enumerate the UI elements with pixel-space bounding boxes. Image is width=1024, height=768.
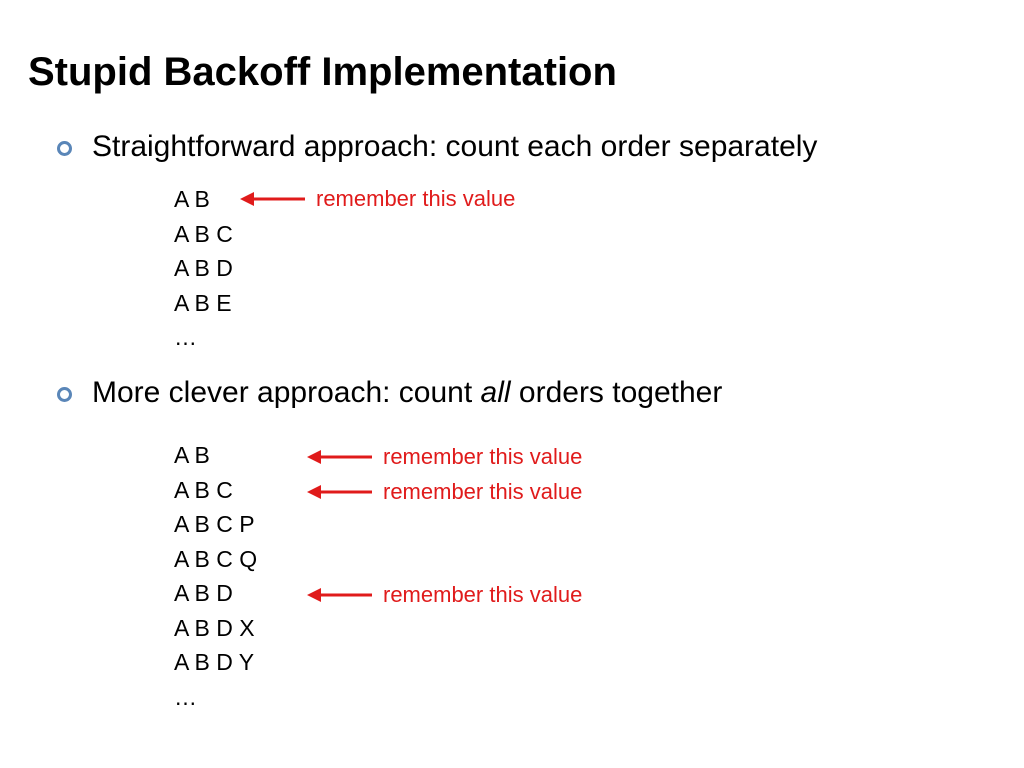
- ngram-item: A B D: [174, 255, 233, 281]
- bullet-text-2-before: More clever approach: count: [92, 376, 481, 409]
- circle-bullet-icon: [57, 141, 72, 156]
- ngram-item: A B: [174, 442, 210, 468]
- ngram-item: A B C: [174, 476, 233, 503]
- slide-title: Stupid Backoff Implementation: [28, 50, 617, 94]
- ngram-item: A B D: [174, 580, 233, 606]
- ngram-item: A B C P: [174, 511, 255, 537]
- annotation-text: remember this value: [383, 479, 583, 504]
- ngram-item: A B D X: [174, 614, 255, 641]
- annotation-text: remember this value: [383, 582, 583, 607]
- ngram-item: A B C Q: [174, 545, 258, 572]
- ngram-list-1: A B A B C A B D A B E …: [174, 182, 233, 355]
- annotation-2: remember this value: [305, 442, 582, 472]
- circle-bullet-icon: [57, 387, 72, 402]
- ngram-item: A B E: [174, 289, 232, 316]
- bullet-text-2: More clever approach: count all orders t…: [92, 373, 722, 413]
- ngram-list-2: A B A B C A B C P A B C Q A B D A B D X …: [174, 438, 257, 714]
- annotation-1: remember this value: [238, 184, 515, 214]
- annotation-text: remember this value: [383, 444, 583, 469]
- bullet-text-1: Straightforward approach: count each ord…: [92, 130, 818, 163]
- left-arrow-icon: [240, 192, 305, 206]
- ngram-item: …: [174, 324, 197, 350]
- annotation-3: remember this value: [305, 477, 582, 507]
- bullet-text-2-after: orders together: [510, 376, 723, 409]
- left-arrow-icon: [307, 588, 372, 602]
- left-arrow-icon: [307, 450, 372, 464]
- ngram-item: A B D Y: [174, 649, 255, 675]
- ngram-item: …: [174, 683, 197, 710]
- ngram-item: A B C: [174, 220, 233, 247]
- annotation-text: remember this value: [316, 186, 516, 211]
- left-arrow-icon: [307, 485, 372, 499]
- bullet-text-2-emphasis: all: [480, 376, 511, 409]
- ngram-item: A B: [174, 186, 210, 212]
- annotation-4: remember this value: [305, 580, 582, 610]
